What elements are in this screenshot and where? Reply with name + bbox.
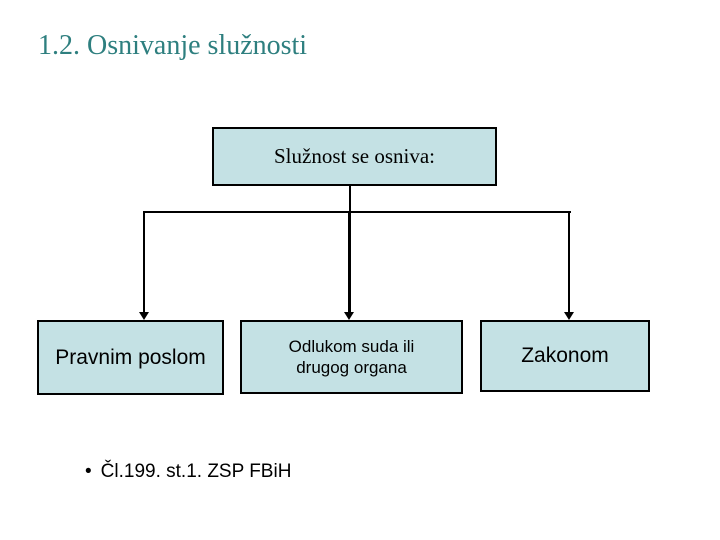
arrowhead-right-icon — [564, 312, 574, 320]
bullet-marker: • — [85, 461, 92, 482]
arrowhead-left-icon — [139, 312, 149, 320]
connector-right-arrow-line — [568, 211, 570, 312]
connector-horizontal-line — [144, 211, 571, 213]
connector-left-arrow-line — [143, 211, 145, 312]
footnote: • Čl.199. st.1. ZSP FBiH — [85, 461, 291, 483]
footnote-text: Čl.199. st.1. ZSP FBiH — [100, 461, 292, 482]
arrowhead-middle-icon — [344, 312, 354, 320]
branch-box-label: Zakonom — [521, 344, 609, 367]
branch-box-label: Pravnim poslom — [55, 345, 206, 369]
connector-stem — [349, 186, 351, 212]
branch-box-odlukom-suda: Odlukom suda ili drugog organa — [240, 320, 463, 394]
branch-box-label-line1: Odlukom suda ili — [288, 336, 415, 356]
branch-box-label-line2: drugog organa — [296, 358, 407, 377]
root-box-label: Služnost se osniva: — [274, 144, 435, 168]
connector-middle-arrow-line — [348, 211, 351, 312]
slide-title: 1.2. Osnivanje služnosti — [38, 30, 308, 61]
branch-box-pravnim-poslom: Pravnim poslom — [37, 320, 224, 395]
root-box-sluznost-se-osniva: Služnost se osniva: — [212, 127, 497, 186]
branch-box-zakonom: Zakonom — [480, 320, 650, 392]
